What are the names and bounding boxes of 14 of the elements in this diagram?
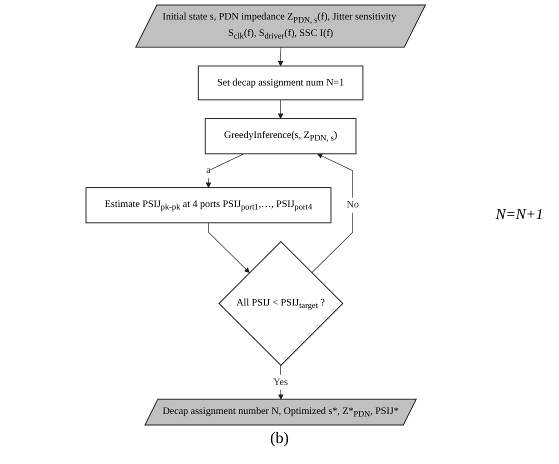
arrow (206, 153, 244, 188)
arrow (278, 47, 284, 66)
arrow (208, 222, 250, 273)
arrow (311, 153, 353, 274)
node-box: Estimate PSIJ$_{pk-pk}$ at 4 ports PSIJ$_{port1}$,…, PSIJ$_{port4}$ (85, 187, 332, 224)
arrow (278, 100, 284, 119)
caption: (b) (270, 430, 289, 447)
node-box: Set decap assignment num N=1 (198, 66, 364, 100)
edge-label: No (346, 200, 359, 210)
node-diamond: All PSIJ < PSIJ$_{target}$ ? (218, 240, 344, 366)
node-box: GreedyInference(s, Z$_{PDN, s}$) (204, 118, 356, 154)
edge-label: a (206, 165, 211, 176)
loop-note: N=N+1 (496, 206, 544, 224)
edge-label: Yes (273, 376, 288, 388)
